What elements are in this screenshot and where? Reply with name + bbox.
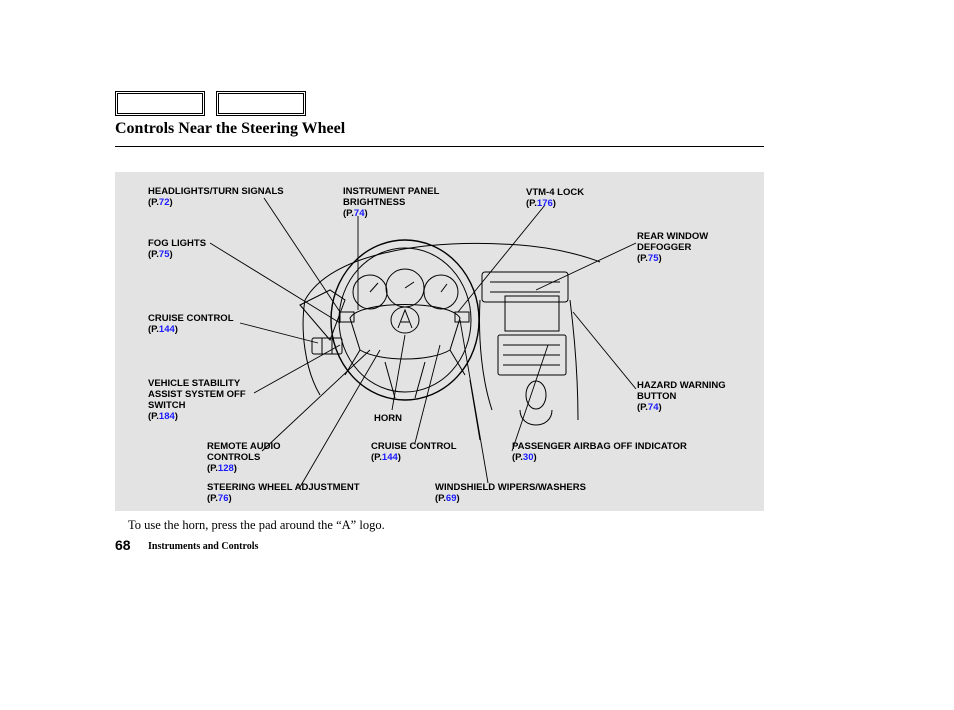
gauge-right: [423, 274, 459, 310]
diagram-panel: [115, 172, 764, 511]
section-title: Instruments and Controls: [148, 541, 259, 552]
page-ref-cruise-control-center[interactable]: (P.144): [371, 452, 401, 463]
hvac-panel: [481, 271, 569, 303]
header-tab-box-1[interactable]: [115, 91, 205, 116]
horn-note: To use the horn, press the pad around th…: [128, 518, 385, 532]
title-rule: [115, 146, 764, 147]
left-vent-outline: [299, 289, 346, 341]
label-vtm4-lock: VTM-4 LOCK (P.176): [526, 187, 585, 209]
label-vsa-switch: VEHICLE STABILITY ASSIST SYSTEM OFF SWIT…: [148, 378, 246, 422]
label-instrument-panel: INSTRUMENT PANEL BRIGHTNESS (P.74): [343, 186, 440, 219]
page-ref-fog-lights[interactable]: (P.75): [148, 249, 173, 260]
page-ref-vtm4-lock[interactable]: (P.176): [526, 198, 556, 209]
steering-wheel-rim: [330, 239, 480, 401]
acura-logo: [390, 306, 420, 334]
page-number: 68: [115, 537, 131, 553]
page-ref-remote-audio[interactable]: (P.128): [207, 463, 237, 474]
label-horn: HORN: [374, 413, 402, 424]
page-ref-rear-window-defogger[interactable]: (P.75): [637, 253, 662, 264]
left-switch-cluster: [311, 337, 343, 355]
page-ref-headlights[interactable]: (P.72): [148, 197, 173, 208]
label-windshield-wipers: WINDSHIELD WIPERS/WASHERS (P.69): [435, 482, 586, 504]
page-ref-cruise-control-left[interactable]: (P.144): [148, 324, 178, 335]
page-ref-vsa-switch[interactable]: (P.184): [148, 411, 178, 422]
label-cruise-control-center: CRUISE CONTROL (P.144): [371, 441, 457, 463]
label-headlights: HEADLIGHTS/TURN SIGNALS (P.72): [148, 186, 284, 208]
navigation-screen: [504, 295, 560, 332]
label-cruise-control-left: CRUISE CONTROL (P.144): [148, 313, 234, 335]
page-title: Controls Near the Steering Wheel: [115, 120, 346, 137]
label-steering-wheel-adjustment: STEERING WHEEL ADJUSTMENT (P.76): [207, 482, 360, 504]
header-tab-box-2[interactable]: [216, 91, 306, 116]
wheel-hub: [349, 304, 461, 360]
label-hazard-warning: HAZARD WARNING BUTTON (P.74): [637, 380, 726, 413]
label-fog-lights: FOG LIGHTS (P.75): [148, 238, 207, 260]
page-ref-passenger-airbag[interactable]: (P.30): [512, 452, 537, 463]
page-ref-steering-wheel-adjustment[interactable]: (P.76): [207, 493, 232, 504]
page-ref-windshield-wipers[interactable]: (P.69): [435, 493, 460, 504]
page-ref-hazard-warning[interactable]: (P.74): [637, 402, 662, 413]
gear-shifter: [525, 380, 547, 410]
radio-panel: [497, 334, 567, 376]
label-passenger-airbag: PASSENGER AIRBAG OFF INDICATOR (P.30): [512, 441, 687, 463]
label-remote-audio: REMOTE AUDIO CONTROLS (P.128): [207, 441, 281, 474]
label-rear-window-defogger: REAR WINDOW DEFOGGER (P.75): [637, 231, 709, 264]
gauge-left: [352, 274, 388, 310]
page-ref-instrument-panel[interactable]: (P.74): [343, 208, 368, 219]
